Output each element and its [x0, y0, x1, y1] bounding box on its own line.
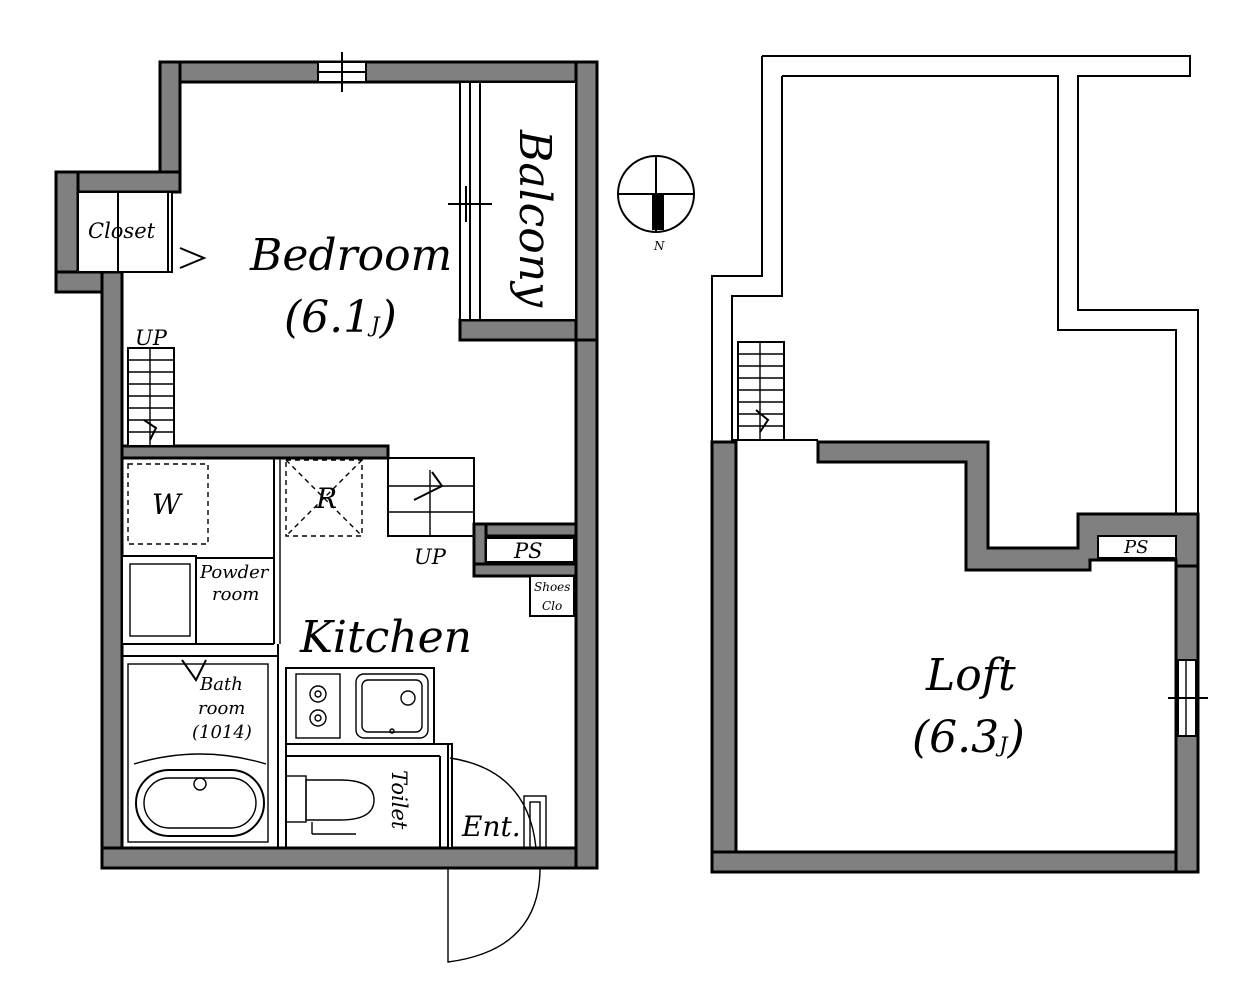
fridge-space: R	[285, 459, 363, 537]
compass-n-label: N	[653, 239, 665, 253]
closet-label: Closet	[88, 219, 156, 243]
wall-bottom	[100, 846, 599, 870]
entrance-label: Ent.	[461, 810, 521, 843]
wall-left-main	[100, 270, 124, 870]
bath-label-2: room	[198, 698, 245, 719]
powder-room: Powder room	[121, 458, 281, 645]
loft-outline	[711, 55, 1199, 514]
kitchen-counter	[285, 667, 435, 745]
loft-wall-left	[710, 440, 738, 874]
stairs-up-label-bedroom: UP	[135, 326, 168, 350]
window-top	[317, 52, 367, 92]
ps-left: PS	[485, 537, 575, 563]
bathroom: Bath room (1014)	[122, 644, 279, 848]
loft-size: (6.3J)	[912, 712, 1025, 763]
stairs-kitchen: UP	[387, 457, 475, 569]
wall-balcony-right	[574, 60, 599, 342]
closet: Closet	[77, 191, 207, 273]
wall-top	[158, 60, 599, 84]
compass: N	[617, 155, 695, 253]
north-needle	[652, 194, 664, 230]
bedroom-label: Bedroom	[249, 230, 452, 281]
wall-left-upper	[158, 60, 182, 176]
shoe-closet: Shoes Clo	[529, 575, 575, 617]
washer-label: W	[152, 488, 183, 521]
balcony: Balcony	[448, 81, 577, 321]
washer-space: W	[121, 457, 275, 559]
bath-label-1: Bath	[199, 674, 243, 695]
bedroom-size: (6.1J)	[284, 292, 397, 343]
shoes-label-2: Clo	[542, 599, 562, 613]
stairs-loft	[737, 341, 785, 441]
entrance: Ent.	[440, 743, 547, 963]
toilet-label: Toilet	[387, 770, 411, 830]
toilet-room: Toilet	[285, 743, 448, 848]
ps-left-label: PS	[513, 539, 543, 563]
stairs-up-label-kitchen: UP	[414, 545, 447, 569]
fridge-label: R	[315, 482, 337, 515]
shoes-label-1: Shoes	[534, 580, 570, 594]
wall-right	[574, 318, 599, 870]
wall-ps-top	[472, 522, 578, 538]
ps-right: PS	[1097, 535, 1177, 559]
balcony-label: Balcony	[509, 129, 560, 308]
bath-label-3: (1014)	[192, 722, 252, 743]
wall-interior-horizontal	[120, 444, 390, 460]
ps-right-label: PS	[1123, 537, 1148, 558]
wall-ps-bottom	[472, 562, 578, 578]
stairs-bedroom: UP	[127, 326, 175, 447]
kitchen-label: Kitchen	[299, 612, 472, 663]
loft-window	[1168, 659, 1208, 737]
loft-wall-bottom	[710, 850, 1200, 874]
powder-label-2: room	[212, 584, 259, 605]
powder-label-1: Powder	[199, 562, 270, 583]
loft-label: Loft	[925, 650, 1016, 701]
